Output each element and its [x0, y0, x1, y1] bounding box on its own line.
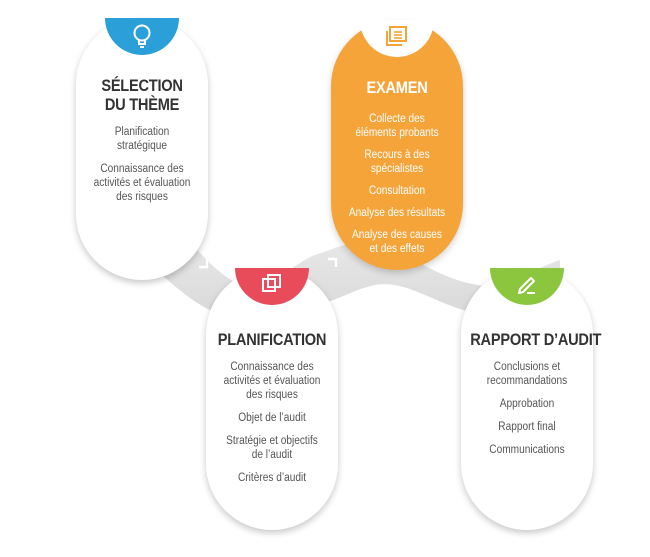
- step-icon-cap: [235, 268, 309, 305]
- document-lines-icon: [386, 26, 407, 46]
- step-item: Critères d’audit: [237, 472, 307, 484]
- step-item: Objet de l’audit: [238, 412, 306, 424]
- step-selection-du-theme: SÉLECTION DU THÈME Planification stratég…: [76, 18, 208, 280]
- arrow-up-right-icon: [328, 257, 338, 267]
- step-item: Communications: [489, 444, 565, 456]
- step-item: Planification stratégique: [114, 126, 170, 152]
- lightbulb-icon: [133, 24, 151, 48]
- pencil-edit-icon: [518, 277, 535, 294]
- step-title: SÉLECTION DU THÈME: [101, 76, 183, 114]
- arrow-down-right-icon: [199, 259, 209, 269]
- step-title: PLANIFICATION: [217, 330, 327, 349]
- step-icon-cap: [490, 268, 564, 305]
- step-item: Analyse des résultats: [348, 207, 446, 219]
- step-item: Approbation: [499, 398, 555, 410]
- step-item: Connaissance des activités et évaluation…: [223, 361, 321, 401]
- step-rapport-d-audit: RAPPORT D’AUDIT Conclusions et recommand…: [461, 268, 602, 530]
- step-item: Conclusions et recommandations: [486, 361, 568, 387]
- step-item: Collecte des éléments probants: [355, 113, 439, 139]
- step-item: Recours à des spécialistes: [364, 149, 430, 175]
- step-item: Consultation: [368, 185, 426, 197]
- step-title: RAPPORT D’AUDIT: [470, 330, 602, 349]
- step-items: Connaissance des activités et évaluation…: [206, 360, 338, 494]
- step-item: Stratégie et objectifs de l’audit: [226, 435, 318, 461]
- step-items: Collecte des éléments probants Recours à…: [331, 112, 463, 264]
- step-item: Rapport final: [498, 421, 556, 433]
- step-icon-cap: [105, 18, 179, 55]
- step-title: EXAMEN: [366, 78, 428, 97]
- step-items: Conclusions et recommandations Approbati…: [461, 360, 593, 466]
- arrow-down-right-icon: [459, 259, 469, 269]
- step-item: Analyse des causes et des effets: [351, 229, 443, 255]
- step-planification: PLANIFICATION Connaissance des activités…: [206, 268, 338, 530]
- step-examen: EXAMEN Collecte des éléments probants Re…: [331, 20, 463, 270]
- step-icon-cap: [360, 20, 434, 57]
- step-items: Planification stratégique Connaissance d…: [76, 125, 208, 213]
- copy-squares-icon: [262, 274, 281, 292]
- step-item: Connaissance des activités et évaluation…: [93, 163, 191, 203]
